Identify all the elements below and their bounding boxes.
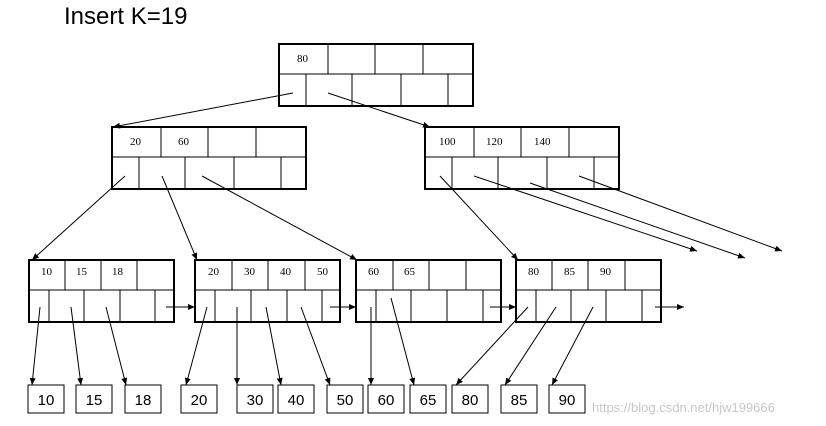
- leaf-node-4: 80 85 90: [515, 259, 662, 323]
- leaf-2-key-1: 20: [208, 266, 220, 278]
- record-box: [451, 384, 489, 414]
- record-box: [236, 384, 274, 414]
- pointer-arrow: [578, 175, 783, 252]
- pointer-arrow: [439, 175, 519, 261]
- leaf-1-key-1: 10: [41, 266, 53, 278]
- internal-node-right: 100 120 140: [424, 126, 620, 190]
- record-pointer: [504, 306, 557, 386]
- pointer-arrow: [473, 175, 698, 252]
- record-label: 10: [38, 392, 55, 409]
- leaf-1-key-2: 15: [76, 266, 88, 278]
- record-box: [75, 384, 113, 414]
- record-box: [277, 384, 315, 414]
- record-box: [124, 384, 162, 414]
- pointer-arrow: [161, 175, 198, 261]
- leaf-node-3: 60 65: [355, 259, 502, 323]
- record-pointer: [551, 306, 594, 386]
- record-label: 30: [247, 392, 264, 409]
- root-key-1: 80: [297, 53, 309, 65]
- leaf-2-key-2: 30: [244, 266, 256, 278]
- internal-right-key-2: 120: [486, 136, 503, 148]
- record-box: [409, 384, 447, 414]
- pointer-arrow: [529, 182, 746, 259]
- internal-right-key-1: 100: [439, 136, 456, 148]
- record-label: 60: [378, 392, 395, 409]
- record-pointer: [29, 306, 41, 386]
- record-label: 80: [462, 392, 479, 409]
- root-node: 80: [278, 43, 474, 107]
- record-label: 90: [559, 392, 576, 409]
- record-label: 50: [337, 392, 354, 409]
- leaf-3-key-1: 60: [368, 266, 380, 278]
- internal-left-key-1: 20: [130, 136, 142, 148]
- tree-pointers: [29, 92, 783, 386]
- pointer-arrow: [31, 175, 126, 261]
- leaf-3-key-2: 65: [404, 266, 416, 278]
- watermark: https://blog.csdn.net/hjw199666: [592, 400, 775, 415]
- diagram-title: Insert K=19: [64, 3, 187, 30]
- record-box: [548, 384, 586, 414]
- internal-right-key-3: 140: [534, 136, 551, 148]
- record-pointer: [300, 306, 331, 386]
- record-pointer: [455, 306, 529, 386]
- record-label: 18: [135, 392, 152, 409]
- leaf-1-key-3: 18: [112, 266, 124, 278]
- record-boxes: 10 15 18 20 30 40 50 60 65 80 85 90: [27, 384, 586, 414]
- pointer-arrow: [201, 175, 358, 261]
- record-pointer: [265, 306, 283, 386]
- record-label: 65: [420, 392, 437, 409]
- record-pointer: [105, 306, 128, 386]
- leaf-node-2: 20 30 40 50: [194, 259, 341, 323]
- record-pointer: [390, 297, 416, 386]
- leaf-2-key-4: 50: [317, 266, 329, 278]
- record-label: 85: [511, 392, 528, 409]
- record-pointer: [184, 306, 208, 386]
- record-label: 40: [288, 392, 305, 409]
- leaf-4-key-1: 80: [528, 266, 540, 278]
- record-box: [326, 384, 364, 414]
- leaf-node-1: 10 15 18: [28, 259, 175, 323]
- pointer-arrow: [112, 92, 294, 129]
- internal-left-key-2: 60: [178, 136, 190, 148]
- record-box: [180, 384, 218, 414]
- record-box: [27, 384, 65, 414]
- record-box: [500, 384, 538, 414]
- leaf-2-key-3: 40: [280, 266, 292, 278]
- record-label: 20: [191, 392, 208, 409]
- record-label: 15: [86, 392, 103, 409]
- leaf-4-key-3: 90: [600, 266, 612, 278]
- leaf-4-key-2: 85: [564, 266, 576, 278]
- pointer-arrow: [327, 92, 431, 128]
- internal-node-left: 20 60: [111, 126, 307, 190]
- record-box: [367, 384, 405, 414]
- record-pointer: [70, 306, 84, 386]
